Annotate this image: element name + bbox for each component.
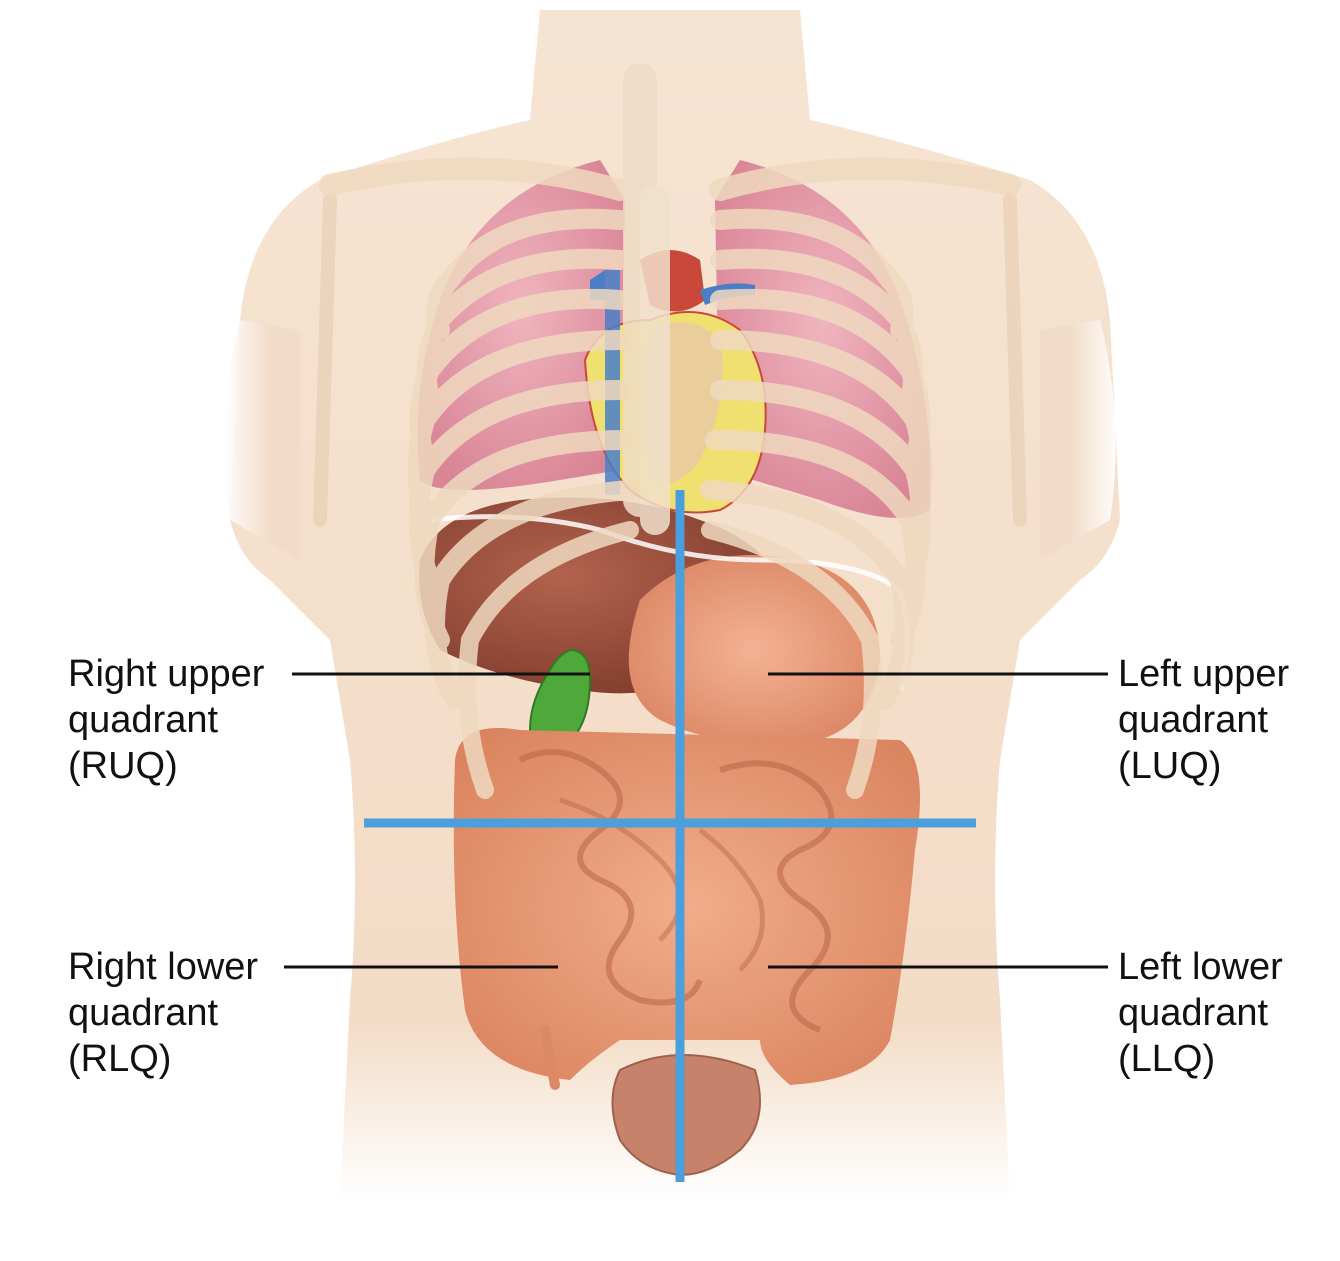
luq-line-2: quadrant [1118,699,1269,741]
llq-line-3: (LLQ) [1118,1038,1216,1080]
label-left-lower-quadrant: Left lower quadrant (LLQ) [1118,944,1283,1082]
label-right-upper-quadrant: Right upper quadrant (RUQ) [68,651,264,789]
quadrant-dividers [364,490,976,1182]
rlq-line-3: (RLQ) [68,1038,172,1080]
rib-cage [313,63,1027,799]
ruq-line-3: (RUQ) [68,745,178,787]
urinary-bladder [611,1054,761,1177]
label-right-lower-quadrant: Right lower quadrant (RLQ) [68,944,258,1082]
luq-line-1: Left upper [1118,653,1290,695]
stomach [628,555,880,745]
rlq-line-2: quadrant [68,992,219,1034]
rlq-line-1: Right lower [68,946,259,988]
llq-line-2: quadrant [1118,992,1269,1034]
label-left-upper-quadrant: Left upper quadrant (LUQ) [1118,651,1289,789]
ruq-line-1: Right upper [68,653,265,695]
luq-line-3: (LUQ) [1118,745,1222,787]
ruq-line-2: quadrant [68,699,219,741]
intestines [453,728,920,1090]
leader-lines [284,672,1108,969]
llq-line-1: Left lower [1118,946,1283,988]
